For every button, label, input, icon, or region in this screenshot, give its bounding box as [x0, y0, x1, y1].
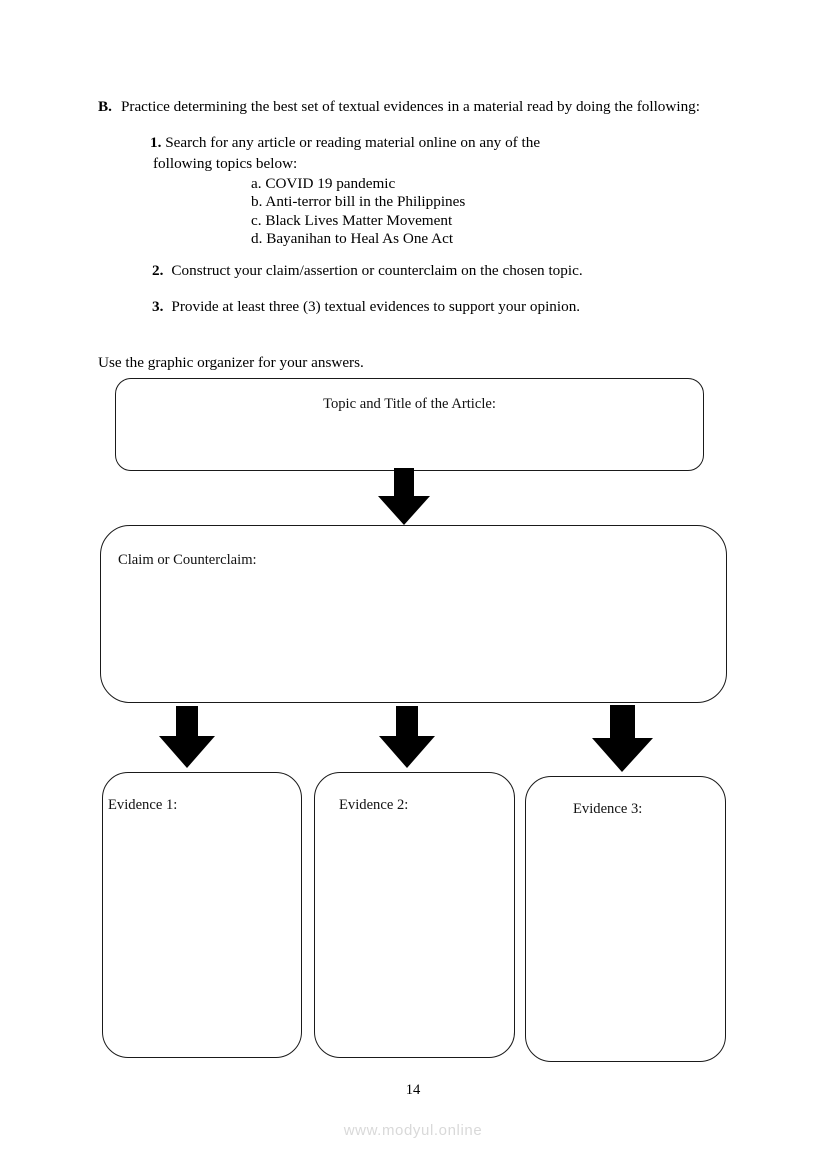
evidence-box-3[interactable]: Evidence 3:: [525, 776, 726, 1062]
topic-title-box[interactable]: Topic and Title of the Article:: [115, 378, 704, 471]
numbered-list: 1. Search for any article or reading mat…: [98, 132, 730, 318]
watermark: www.modyul.online: [343, 1122, 483, 1139]
item-number: 2.: [152, 261, 164, 279]
sub-list-item: b. Anti-terror bill in the Philippines: [251, 193, 466, 211]
section-intro: B. Practice determining the best set of t…: [98, 96, 730, 118]
section-intro-text: Practice determining the best set of tex…: [120, 98, 700, 115]
sub-list-item: d. Bayanihan to Heal As One Act: [251, 230, 454, 248]
evidence-3-label: Evidence 3:: [573, 801, 643, 817]
item-number: 1.: [150, 133, 162, 151]
sub-list: a. COVID 19 pandemic b. Anti-terror bill…: [251, 175, 650, 249]
evidence-1-label: Evidence 1:: [108, 797, 178, 813]
evidence-2-label: Evidence 2:: [339, 797, 409, 813]
list-item: 2. Construct your claim/assertion or coun…: [152, 260, 730, 282]
item-continuation: following topics below:: [153, 155, 298, 173]
list-item: 3. Provide at least three (3) textual evi…: [152, 296, 730, 318]
item-text: Search for any article or reading materi…: [165, 133, 541, 151]
item-text: Provide at least three (3) textual evide…: [171, 297, 581, 315]
down-arrow-icon: [379, 706, 435, 768]
down-arrow-icon: [592, 705, 653, 772]
sub-list-item: a. COVID 19 pandemic: [251, 174, 396, 192]
organizer-intro-text: Use the graphic organizer for your answe…: [98, 354, 364, 371]
sub-list-item: c. Black Lives Matter Movement: [251, 211, 453, 229]
claim-counterclaim-label: Claim or Counterclaim:: [118, 552, 257, 568]
page-number: 14: [405, 1082, 421, 1098]
down-arrow-icon: [159, 706, 215, 768]
claim-counterclaim-box[interactable]: Claim or Counterclaim:: [100, 525, 727, 703]
down-arrow-icon: [378, 468, 430, 525]
evidence-box-1[interactable]: Evidence 1:: [102, 772, 302, 1058]
section-letter: B.: [98, 98, 112, 115]
instructions-block: B. Practice determining the best set of t…: [98, 96, 730, 317]
item-number: 3.: [152, 297, 164, 315]
item-text: Construct your claim/assertion or counte…: [171, 261, 583, 279]
topic-title-label: Topic and Title of the Article:: [323, 396, 496, 412]
evidence-box-2[interactable]: Evidence 2:: [314, 772, 515, 1058]
list-item: 1. Search for any article or reading mat…: [150, 132, 650, 249]
